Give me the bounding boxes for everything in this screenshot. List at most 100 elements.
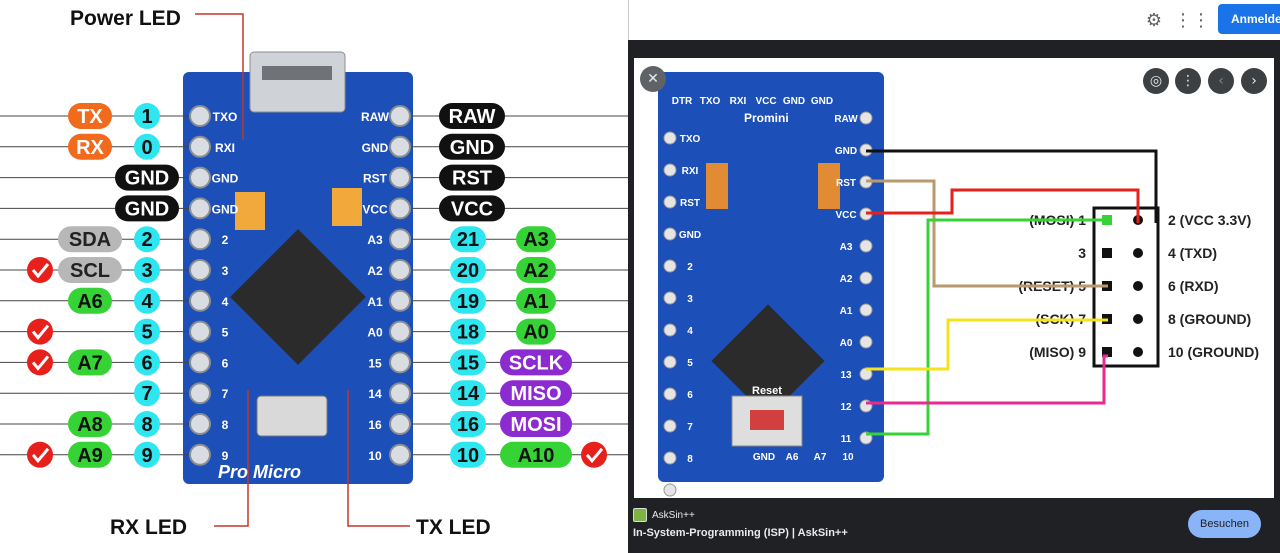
board-side-label: GND bbox=[679, 230, 701, 241]
lens-icon[interactable]: ◎ bbox=[1143, 68, 1169, 94]
pin-number: 16 bbox=[457, 414, 479, 436]
board-side-label: TXO bbox=[680, 134, 701, 145]
silk-label-right: 14 bbox=[368, 387, 382, 401]
pin-number: 9 bbox=[141, 445, 152, 467]
apps-grid-icon[interactable]: ⋮⋮ bbox=[1174, 9, 1210, 31]
silk-label-left: 5 bbox=[222, 326, 229, 340]
pin-name-a1-pill bbox=[516, 287, 556, 314]
gear-icon[interactable]: ⚙ bbox=[1145, 9, 1163, 31]
board-top-label: GND bbox=[811, 96, 833, 107]
board-right-label: A1 bbox=[840, 306, 853, 317]
pin-pad bbox=[389, 289, 411, 312]
source-row[interactable]: AskSin++ bbox=[633, 507, 695, 523]
board-pad bbox=[859, 271, 873, 285]
chevron-right-icon[interactable]: › bbox=[1241, 68, 1267, 94]
pin-pad bbox=[389, 228, 411, 251]
board-side-label: 4 bbox=[687, 326, 693, 337]
pin-name-rx-pill bbox=[68, 133, 112, 160]
silk-label-left: GND bbox=[212, 172, 239, 186]
pin-name-sda: SDA bbox=[69, 229, 111, 251]
board-right-label: RST bbox=[836, 178, 856, 189]
pin-number: 6 bbox=[141, 352, 152, 374]
board-right-label: RAW bbox=[834, 114, 858, 125]
pin-name-a0-pill bbox=[516, 318, 556, 345]
pin-pad bbox=[189, 135, 211, 158]
close-icon[interactable]: ✕ bbox=[640, 66, 666, 92]
board-side-label: 2 bbox=[687, 262, 693, 273]
board-pad bbox=[859, 335, 873, 349]
board-top-label: TXO bbox=[700, 96, 721, 107]
silk-label-right: 15 bbox=[368, 356, 382, 370]
pin-number-pill bbox=[450, 411, 486, 437]
pin-number: 8 bbox=[141, 414, 152, 436]
isp-label-right: 4 (TXD) bbox=[1168, 245, 1217, 261]
pin-number-pill bbox=[134, 226, 160, 253]
isp-label-left: (MISO) 9 bbox=[1029, 344, 1086, 360]
pin-name-sclk: SCLK bbox=[509, 352, 564, 374]
pin-name-a9: A9 bbox=[77, 445, 103, 467]
pin-number-pill bbox=[134, 133, 160, 160]
pin-number: 5 bbox=[141, 322, 152, 344]
pin-name-scl-pill bbox=[58, 257, 122, 283]
board-pad bbox=[859, 303, 873, 317]
pin-number: 10 bbox=[457, 445, 479, 467]
isp-label-left: 3 bbox=[1078, 245, 1086, 261]
checkmark-icon bbox=[27, 257, 53, 283]
silk-label-left: 8 bbox=[222, 418, 229, 432]
board-pad bbox=[663, 259, 677, 273]
pin-pad bbox=[189, 443, 211, 466]
site-favicon-icon bbox=[633, 508, 647, 522]
pin-number-pill bbox=[134, 257, 160, 283]
board-right-label: 12 bbox=[840, 402, 852, 413]
board-pad bbox=[663, 291, 677, 305]
pin-number: 14 bbox=[457, 383, 480, 405]
board-right-label: A0 bbox=[840, 338, 853, 349]
pin-number: 20 bbox=[457, 260, 479, 282]
pin-name-a8: A8 bbox=[77, 414, 103, 436]
pin-name-a10: A10 bbox=[518, 445, 555, 467]
pin-number-pill bbox=[134, 318, 160, 345]
pin-pad bbox=[189, 413, 211, 435]
silk-label-left: 4 bbox=[222, 295, 229, 309]
pin-name-tx-pill bbox=[68, 103, 112, 129]
source-name: AskSin++ bbox=[652, 509, 695, 521]
board-bottom-label: A7 bbox=[814, 452, 827, 463]
silk-label-right: A2 bbox=[367, 264, 383, 278]
pin-name-a9-pill bbox=[68, 441, 112, 468]
visit-button[interactable]: Besuchen bbox=[1188, 510, 1261, 538]
silk-label-left: GND bbox=[212, 202, 239, 216]
pin-name-vcc-pill bbox=[439, 195, 505, 222]
silk-label-left: 7 bbox=[222, 387, 229, 401]
wire-green bbox=[866, 218, 1108, 436]
pin-pad bbox=[389, 382, 411, 405]
board-side-label: 5 bbox=[687, 358, 693, 369]
chevron-left-icon[interactable]: ‹ bbox=[1208, 68, 1234, 94]
silk-label-right: VCC bbox=[362, 202, 388, 216]
checkmark-icon bbox=[581, 441, 607, 468]
isp-label-right: 10 (GROUND) bbox=[1168, 344, 1259, 360]
pin-pad bbox=[389, 443, 411, 466]
board-bottom-label: A6 bbox=[786, 452, 799, 463]
pin-number: 3 bbox=[141, 260, 152, 282]
pin-number-pill bbox=[450, 318, 486, 345]
board-right-label: GND bbox=[835, 146, 857, 157]
board-pad bbox=[663, 419, 677, 433]
silk-label-left: 9 bbox=[222, 449, 229, 463]
more-options-icon[interactable]: ⋮ bbox=[1175, 68, 1201, 94]
board-pad bbox=[663, 355, 677, 369]
pin-number: 1 bbox=[141, 106, 152, 128]
board-pad bbox=[859, 239, 873, 253]
result-title-link[interactable]: In-System-Programming (ISP) | AskSin++ bbox=[633, 527, 848, 539]
rx-led-label: RX LED bbox=[110, 516, 187, 539]
board-pad bbox=[663, 163, 677, 177]
pin-name-a2-pill bbox=[516, 257, 556, 283]
isp-pin bbox=[1102, 248, 1112, 258]
checkmark-icon bbox=[27, 349, 53, 376]
pin-name-miso: MISO bbox=[510, 383, 561, 405]
login-button[interactable]: Anmelden bbox=[1218, 4, 1280, 34]
pin-number: 18 bbox=[457, 322, 479, 344]
pin-name-sclk-pill bbox=[500, 349, 572, 376]
isp-pin bbox=[1133, 281, 1143, 291]
